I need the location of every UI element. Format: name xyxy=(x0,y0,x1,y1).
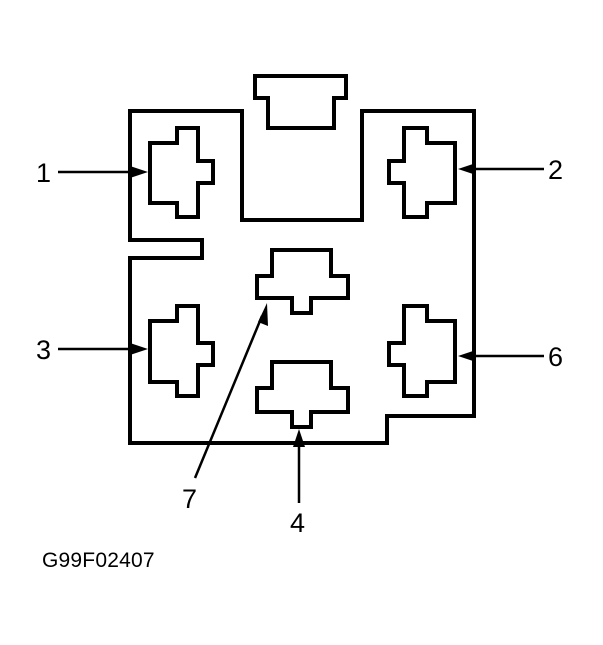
terminal-cavity-6 xyxy=(387,304,457,398)
arrowhead-2 xyxy=(458,163,476,175)
callout-label-6: 6 xyxy=(548,342,563,372)
terminal-cavity-1 xyxy=(148,126,215,219)
leader-arrow-7 xyxy=(193,315,264,479)
callout-label-3: 3 xyxy=(36,335,51,365)
arrowhead-7 xyxy=(258,303,268,326)
callout-label-7: 7 xyxy=(182,484,197,514)
callout-label-1: 1 xyxy=(36,158,51,188)
arrowhead-1 xyxy=(130,166,148,178)
figure-code: G99F02407 xyxy=(42,549,155,572)
terminal-cavity-4 xyxy=(255,360,350,429)
terminal-cavity-3 xyxy=(148,304,215,398)
callout-label-4: 4 xyxy=(290,508,305,538)
arrowhead-6 xyxy=(458,350,476,362)
housing-key-tab xyxy=(253,74,348,130)
terminal-cavity-2 xyxy=(387,126,457,219)
terminal-cavity-7 xyxy=(255,248,350,315)
arrowhead-4 xyxy=(293,429,305,447)
arrowhead-3 xyxy=(130,343,148,355)
callout-label-2: 2 xyxy=(548,155,563,185)
connector-housing-outline xyxy=(128,109,476,445)
